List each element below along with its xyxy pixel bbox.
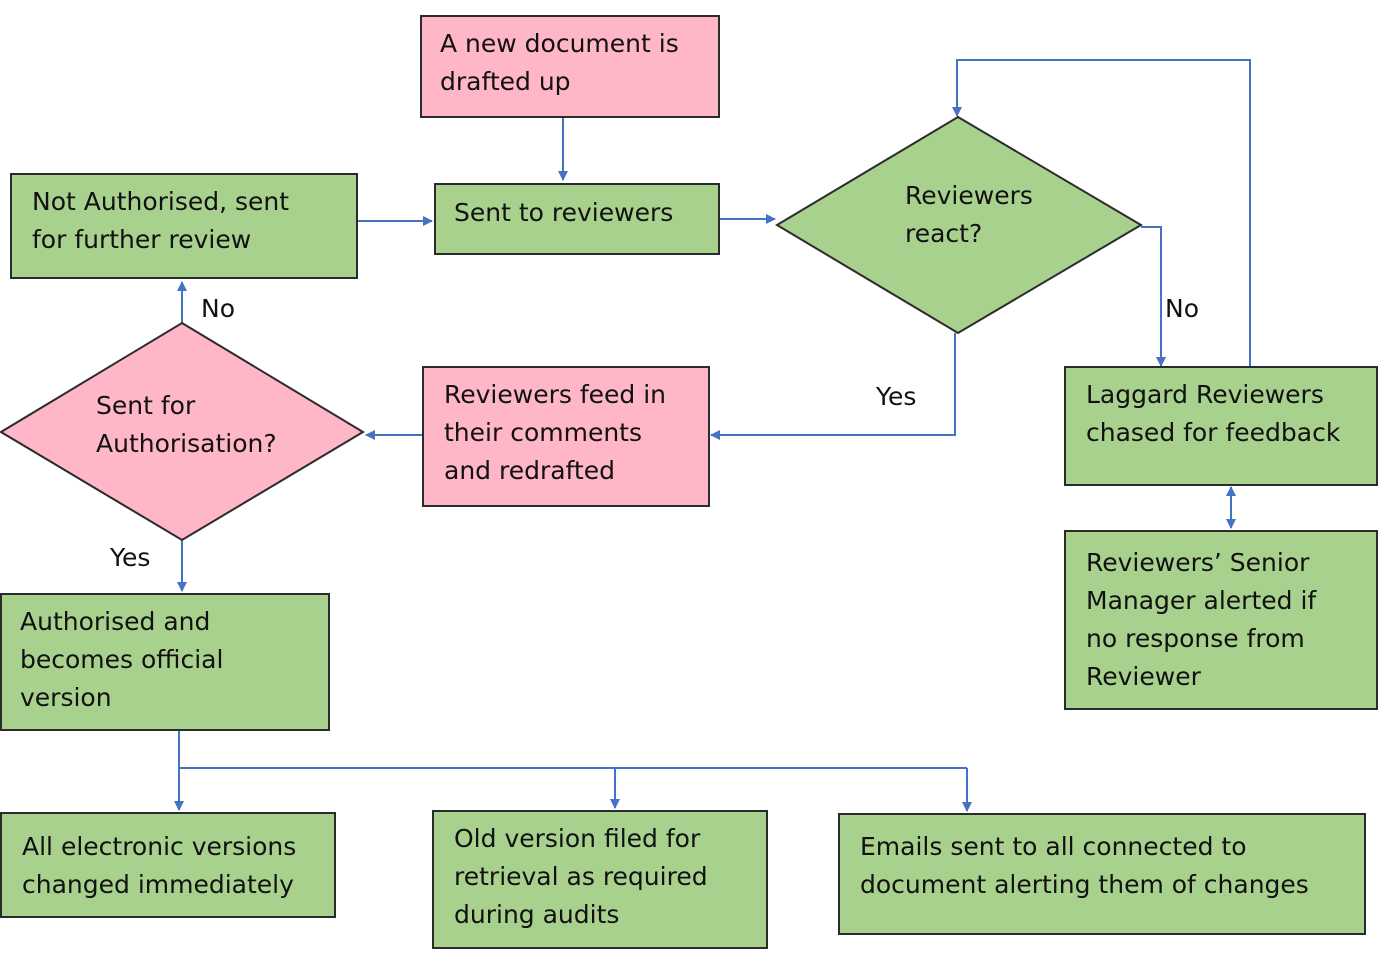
node-electronic-versions: All electronic versions changed immediat…: [0, 812, 336, 918]
decision-authorisation-shape: [0, 321, 365, 542]
edge-laggard-loop: [952, 59, 1251, 366]
node-emails-sent: Emails sent to all connected to document…: [838, 813, 1366, 935]
node-laggard-reviewers: Laggard Reviewers chased for feedback: [1064, 366, 1378, 486]
label-auth-yes: Yes: [110, 543, 151, 572]
node-feed-comments: Reviewers feed in their comments and red…: [422, 366, 710, 507]
edge-react-no: [1141, 226, 1166, 367]
node-sent-to-reviewers: Sent to reviewers: [434, 183, 720, 255]
node-senior-manager: Reviewers’ Senior Manager alerted if no …: [1064, 530, 1378, 710]
node-not-authorised: Not Authorised, sent for further review: [10, 173, 358, 279]
edge-authorised-split: [178, 730, 967, 769]
label-auth-no: No: [201, 294, 235, 323]
decision-reviewers-react-shape: [775, 115, 1143, 335]
label-react-yes: Yes: [876, 382, 917, 411]
edge-react-yes: [710, 333, 956, 440]
decision-reviewers-react-text: Reviewers react?: [905, 181, 1033, 248]
node-new-document: A new document is drafted up: [420, 15, 720, 118]
decision-authorisation-text: Sent for Authorisation?: [96, 391, 277, 458]
node-authorised: Authorised and becomes official version: [0, 593, 330, 731]
label-react-no: No: [1165, 294, 1199, 323]
node-old-version: Old version filed for retrieval as requi…: [432, 810, 768, 949]
